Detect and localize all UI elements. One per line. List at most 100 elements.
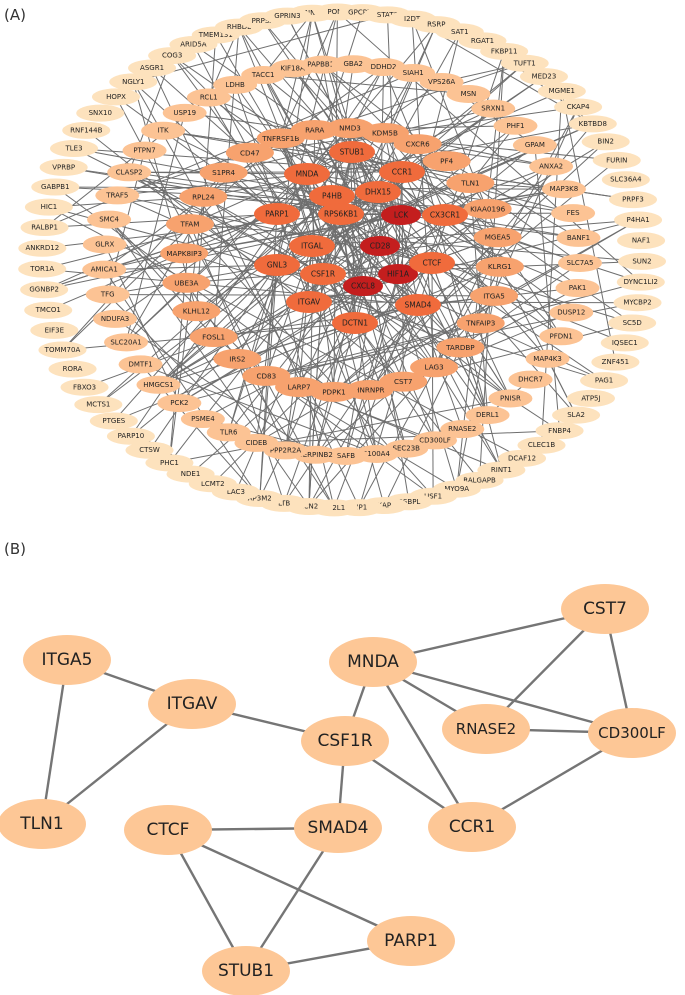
node-label: VPRBP bbox=[52, 163, 75, 171]
network-node-tlr6: TLR6 bbox=[206, 423, 251, 442]
network-edge bbox=[186, 282, 335, 393]
node-shape bbox=[18, 260, 67, 278]
node-label: PAPBB1F bbox=[307, 61, 338, 69]
node-shape bbox=[488, 389, 533, 408]
network-node-ctcf: CTCF bbox=[409, 252, 455, 274]
node-shape bbox=[62, 121, 111, 139]
node-label: TFG bbox=[100, 291, 115, 299]
network-edge bbox=[168, 224, 191, 463]
network-node-gpam: GPAM bbox=[512, 136, 557, 155]
network-edge bbox=[114, 318, 316, 456]
node-shape bbox=[566, 389, 615, 407]
network-node-cd47: CD47 bbox=[225, 142, 274, 163]
node-label: SMAD4 bbox=[405, 301, 432, 310]
node-shape bbox=[552, 406, 601, 424]
network-node-pag1: PAG1 bbox=[580, 372, 629, 390]
node-label: USP19 bbox=[173, 109, 196, 117]
node-label: EIF3E bbox=[45, 326, 64, 334]
network-edge bbox=[262, 12, 313, 76]
node-shape bbox=[436, 337, 485, 358]
node-label: ITGA5 bbox=[483, 291, 505, 300]
node-shape bbox=[160, 243, 209, 264]
hub-node-label: SMAD4 bbox=[308, 818, 369, 838]
hub-node-shape bbox=[367, 916, 455, 966]
node-shape bbox=[95, 186, 140, 205]
node-shape bbox=[93, 309, 138, 328]
node-shape bbox=[614, 211, 663, 229]
node-label: GBA2 bbox=[344, 60, 363, 68]
network-node-amica1: AMICA1 bbox=[82, 260, 127, 279]
network-node-gprin3: GPRIN3 bbox=[263, 7, 312, 25]
node-label: HMGCS1 bbox=[143, 381, 174, 389]
node-label: FURIN bbox=[606, 156, 627, 164]
network-node-itgal: ITGAL bbox=[289, 235, 335, 257]
node-label: AMICA1 bbox=[91, 266, 118, 274]
node-label: PARP1 bbox=[265, 210, 289, 219]
hub-node-label: MNDA bbox=[347, 652, 399, 672]
node-label: FNBP4 bbox=[548, 427, 571, 435]
network-node-tomm70a: TOMM70A bbox=[38, 341, 87, 359]
hub-node-itga5: ITGA5 bbox=[23, 635, 111, 685]
node-label: NDUFA3 bbox=[101, 315, 129, 323]
node-label: TLR6 bbox=[219, 428, 238, 436]
hub-node-shape bbox=[202, 946, 290, 995]
node-shape bbox=[446, 173, 495, 194]
network-edge bbox=[151, 67, 360, 508]
node-shape bbox=[525, 349, 570, 368]
node-label: RALGAPB bbox=[463, 476, 496, 484]
node-label: TMCO1 bbox=[35, 306, 61, 314]
network-node-dctn1: DCTN1 bbox=[332, 312, 378, 334]
node-label: TLN1 bbox=[460, 179, 479, 188]
node-label: RNF144B bbox=[70, 126, 102, 134]
network-node-s1pr4: S1PR4 bbox=[199, 162, 248, 183]
hub-node-shape bbox=[561, 584, 649, 634]
node-label: KDM5B bbox=[372, 128, 398, 137]
node-shape bbox=[20, 219, 69, 237]
hub-node-label: RNASE2 bbox=[456, 720, 516, 738]
node-label: P4HA1 bbox=[626, 216, 649, 224]
node-shape bbox=[360, 236, 400, 256]
node-label: SEC23B bbox=[393, 445, 421, 453]
node-shape bbox=[85, 285, 130, 304]
node-label: NDE1 bbox=[181, 470, 201, 478]
node-label: S1PR4 bbox=[212, 168, 235, 177]
network-node-tle3: TLE3 bbox=[50, 140, 99, 158]
node-label: CSF1R bbox=[311, 270, 335, 279]
network-node-rnase2: RNASE2 bbox=[440, 420, 485, 439]
node-shape bbox=[254, 203, 300, 225]
node-label: UBE3A bbox=[174, 278, 198, 287]
node-label: CKAP4 bbox=[567, 103, 590, 111]
hub-node-label: ITGAV bbox=[167, 694, 218, 714]
network-node-dmtf1: DMTF1 bbox=[118, 355, 163, 374]
node-shape bbox=[225, 142, 274, 163]
network-node-ngly1: NGLY1 bbox=[109, 73, 158, 91]
node-label: SNX10 bbox=[89, 109, 112, 117]
node-shape bbox=[512, 136, 557, 155]
network-node-tnfaip3: TNFAIP3 bbox=[456, 313, 505, 334]
network-edge bbox=[140, 363, 377, 455]
hub-node-parp1: PARP1 bbox=[367, 916, 455, 966]
node-shape bbox=[556, 228, 601, 247]
node-label: SERPINB2 bbox=[298, 451, 333, 459]
node-label: SIAH1 bbox=[403, 69, 424, 77]
network-edge bbox=[115, 96, 335, 509]
network-node-rps6kb1: RPS6KB1 bbox=[318, 203, 364, 225]
node-label: CST7 bbox=[394, 377, 413, 386]
node-label: MNDA bbox=[296, 170, 320, 179]
node-label: NNT bbox=[305, 9, 320, 17]
network-node-anxa2: ANXA2 bbox=[529, 157, 574, 176]
hub-node-stub1: STUB1 bbox=[202, 946, 290, 995]
network-edge bbox=[235, 24, 437, 493]
network-node-atp5j: ATP5J bbox=[566, 389, 615, 407]
node-label: GLRX bbox=[95, 240, 114, 248]
network-node-itga5: ITGA5 bbox=[470, 285, 519, 306]
node-label: NIP1 bbox=[351, 504, 367, 512]
network-node-klhl12: KLHL12 bbox=[172, 301, 221, 322]
node-label: AP3M2 bbox=[248, 494, 272, 502]
node-shape bbox=[199, 162, 248, 183]
node-shape bbox=[440, 420, 485, 439]
network-node-pak1: PAK1 bbox=[555, 279, 600, 298]
node-shape bbox=[50, 140, 99, 158]
node-shape bbox=[537, 82, 586, 100]
network-node-dhcr7: DHCR7 bbox=[508, 370, 553, 389]
